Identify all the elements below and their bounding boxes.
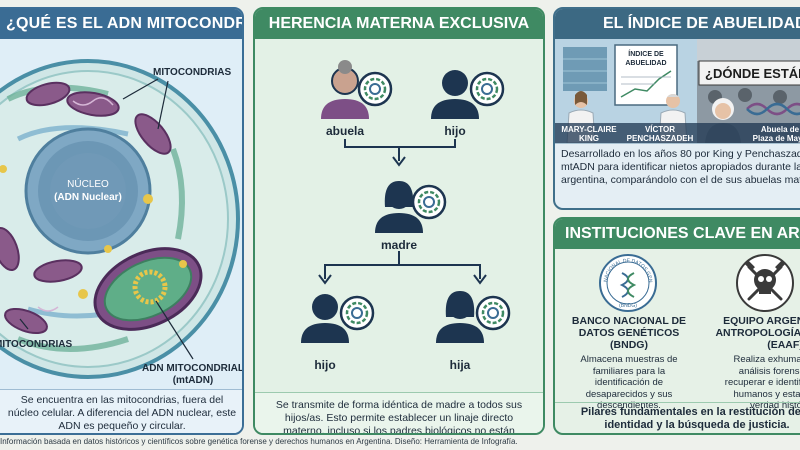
label-mitochondria-bottom: MITOCONDRIAS — [0, 339, 72, 350]
bndg-description: Almacena muestras de familiares para la … — [580, 354, 678, 411]
bndg-name: BANCO NACIONAL DE DATOS GENÉTICOS (BNDG) — [571, 315, 687, 351]
protest-banner — [698, 60, 800, 86]
mtdna-panel-title: ¿Qué es el ADN mitocondrial? — [0, 9, 242, 39]
institutions-closing: Pilares fundamentales en la restitución … — [555, 402, 800, 432]
institutions-panel-title: Instituciones clave en Argentina — [555, 219, 800, 249]
bndg-seal: BANCO NACIONAL DE DATOS GENÉTICOS (BNDG) — [598, 253, 657, 312]
node-grandmother: abuela — [325, 124, 364, 138]
eaaf-skull-icon — [736, 254, 794, 312]
grandmother-icon — [321, 60, 369, 119]
svg-text:ABUELIDAD: ABUELIDAD — [625, 60, 666, 67]
family-tree — [301, 60, 511, 343]
label-mtdna: ADN MITOCONDRIAL — [142, 363, 244, 374]
large-mitochondrion — [93, 247, 203, 331]
historical-illustration: ÍNDICE DE ABUELIDAD ¿DÓNDE ESTÁN — [555, 39, 800, 143]
abuelidad-description: Desarrollado en los años 80 por King y P… — [555, 143, 800, 187]
label-mtdna-sub: (mtADN) — [173, 375, 214, 386]
label-mitochondria-top: MITOCONDRIAS — [153, 67, 231, 78]
mitochondria-group — [0, 81, 172, 335]
institutions-panel: Instituciones clave en Argentina BANCO N… — [553, 217, 800, 435]
svg-text:¿DÓNDE ESTÁN: ¿DÓNDE ESTÁN — [705, 66, 800, 81]
inheritance-description: Se transmite de forma idéntica de madre … — [255, 392, 543, 433]
label-nucleus-sub: (ADN Nuclear) — [54, 192, 122, 203]
svg-text:(BNDG): (BNDG) — [619, 303, 637, 309]
mtdna-description: Se encuentra en las mitocondrias, fuera … — [0, 389, 242, 433]
eaaf-name: EQUIPO ARGENTINO DE ANTROPOLOGÍA FORENSE… — [715, 315, 800, 351]
institution-bndg: BANCO NACIONAL DE DATOS GENÉTICOS (BNDG)… — [565, 315, 693, 412]
inheritance-panel: Herencia materna exclusiva — [253, 7, 545, 435]
eaaf-description: Realiza exhumaciones y análisis forenses… — [724, 354, 800, 411]
node-mother: madre — [380, 238, 418, 252]
dna-helix-icon — [746, 102, 800, 116]
cell-diagram: MITOCONDRIAS NÚCLEO (ADN Nuclear) MITOCO… — [0, 59, 244, 386]
svg-text:ÍNDICE DE: ÍNDICE DE — [628, 49, 664, 58]
node-daughter: hija — [449, 358, 471, 372]
footer-credit: Información basada en datos históricos y… — [0, 437, 518, 446]
mtdna-panel: ¿Qué es el ADN mitocondrial? — [0, 7, 244, 435]
mtdna-ring — [132, 269, 168, 305]
label-nucleus: NÚCLEO — [67, 177, 109, 190]
institution-eaaf: EQUIPO ARGENTINO DE ANTROPOLOGÍA FORENSE… — [705, 315, 800, 412]
node-son-top: hijo — [444, 124, 466, 138]
inheritance-panel-title: Herencia materna exclusiva — [255, 9, 543, 39]
abuelidad-panel: El índice de abuelidad ÍNDICE DE ABUELID… — [553, 7, 800, 210]
node-son: hijo — [314, 358, 336, 372]
abuelidad-panel-title: El índice de abuelidad — [555, 9, 800, 39]
